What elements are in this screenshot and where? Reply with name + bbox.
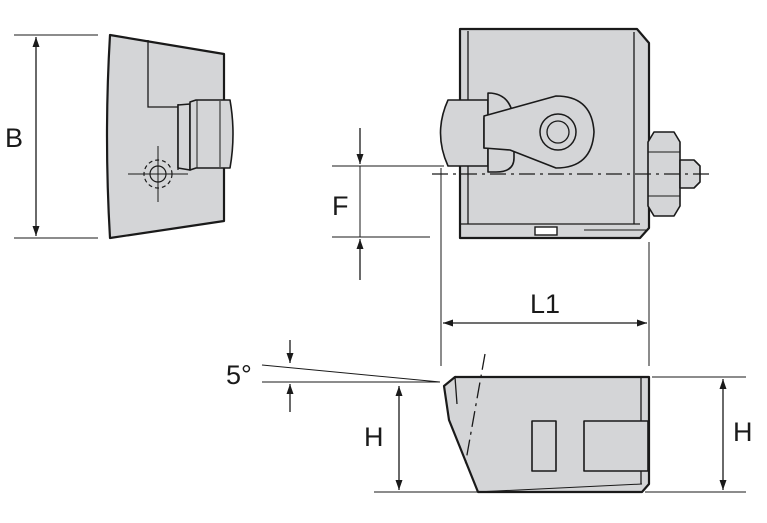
f-label: F: [332, 191, 349, 221]
b-label: B: [5, 123, 23, 153]
top-view-marker-slot: [534, 226, 558, 236]
front-view-pocket: [583, 420, 649, 472]
side-view-adjust-screw: [177, 103, 191, 171]
h-left-label: H: [364, 422, 384, 452]
side-view-center-mark: [128, 146, 188, 202]
angle-label: 5°: [226, 360, 252, 390]
side-view-body: [105, 33, 226, 240]
top-view: F L1: [332, 27, 714, 366]
front-view-slot: [531, 420, 557, 472]
l1-label: L1: [530, 289, 560, 319]
side-view: B: [5, 33, 234, 240]
clamp-screw-head: [439, 99, 489, 167]
front-view: 5° H H: [226, 340, 753, 494]
clamp-lever: [483, 95, 595, 169]
front-view-center-line: [464, 353, 486, 467]
h-right-label: H: [733, 417, 753, 447]
